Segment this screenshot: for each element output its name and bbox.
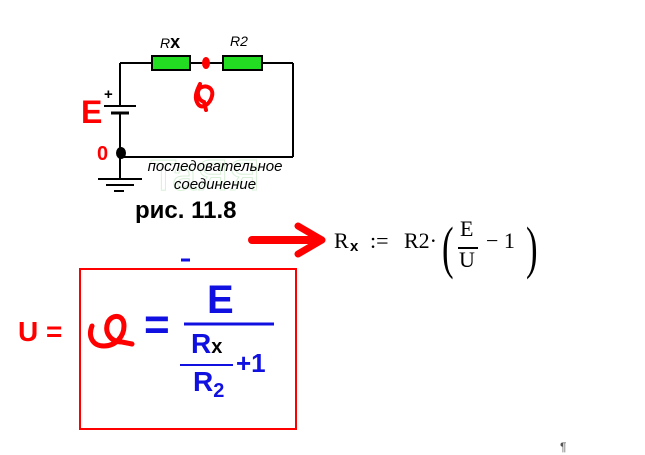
potential-phi-handwritten-icon: [193, 82, 215, 112]
rx-formula-denominator: U: [459, 247, 475, 272]
emf-label: E: [81, 94, 103, 130]
figure-label: рис. 11.8: [135, 197, 237, 224]
formula-numerator-e: E: [207, 278, 234, 322]
rx-formula: R x := R2· ( E U − 1 ): [334, 215, 554, 280]
rx-label: Rx: [160, 32, 180, 53]
rx-formula-minus-one: − 1: [486, 228, 515, 253]
rx-formula-assign: :=: [370, 228, 389, 253]
resistor-r2: [222, 55, 263, 71]
rx-formula-numerator: E: [460, 216, 474, 241]
node-dot-red: [202, 57, 210, 69]
ground-node-label: 0: [97, 143, 109, 165]
formula-inner-num-sub: x: [211, 336, 223, 358]
caption-line-1: последовательное: [147, 158, 283, 175]
rx-label-sub: x: [170, 32, 181, 52]
node-dot-ground: [116, 147, 126, 159]
formula-inner-den-main: R: [193, 366, 214, 397]
resistor-rx: [151, 55, 191, 71]
formula-phi-handwritten-icon: [88, 314, 135, 349]
formula-equals: =: [144, 300, 170, 349]
formula-inner-den-sub: 2: [213, 380, 225, 402]
watermark: TaЯЯ: [150, 151, 260, 200]
r2-label: R2: [230, 33, 248, 49]
rx-formula-factor: R2·: [404, 228, 437, 253]
formula-plus-one: +1: [236, 348, 266, 378]
rx-formula-paren-right: ): [526, 215, 538, 280]
rx-label-main: R: [160, 35, 171, 51]
formula-inner-numerator: Rx: [191, 328, 222, 360]
formula-inner-num-main: R: [191, 328, 212, 359]
arrow-head-icon: [294, 222, 326, 258]
rx-formula-fraction-bar: [458, 247, 478, 249]
formula-inner-denominator: R2: [193, 366, 224, 402]
voltage-prefix: U =: [18, 316, 63, 347]
rx-formula-lhs: R: [334, 228, 349, 253]
emf-plus-sign: +: [104, 86, 113, 103]
rx-formula-paren-left: (: [442, 215, 454, 280]
rx-formula-lhs-sub: x: [350, 238, 359, 255]
voltage-formula-box: [79, 268, 297, 430]
figure-caption: последовательное соединение: [130, 158, 300, 194]
pilcrow-mark: ¶: [560, 440, 567, 454]
caption-line-2: соединение: [173, 176, 257, 193]
